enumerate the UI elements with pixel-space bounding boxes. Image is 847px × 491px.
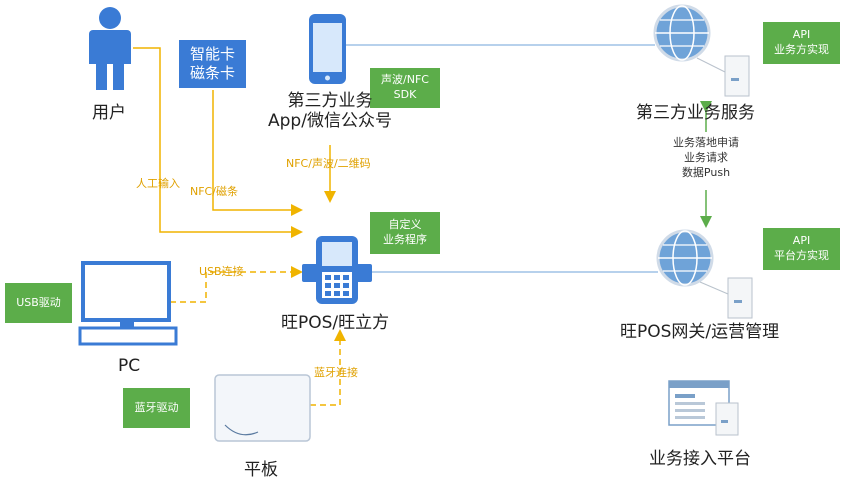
card-label-magnetic: 磁条卡	[189, 64, 235, 82]
usb-connect-label: USB连接	[199, 265, 244, 278]
usb-driver-tag: USB驱动	[5, 283, 72, 323]
nfc-mag-label: NFC/磁条	[190, 185, 238, 198]
third-service-label: 第三方业务服务	[636, 103, 755, 123]
usb-driver-label: USB驱动	[16, 295, 61, 309]
card-label-smart: 智能卡	[189, 44, 235, 63]
sdk-tag-line1: 声波/NFC	[381, 73, 429, 87]
globe-server-icon	[653, 4, 750, 97]
card-box: 智能卡 磁条卡	[179, 40, 246, 88]
manual-input-label: 人工输入	[136, 177, 180, 190]
nfc-qr-label: NFC/声波/二维码	[286, 157, 371, 170]
sdk-tag-line2: SDK	[393, 88, 417, 101]
custom-program-line2: 业务程序	[383, 233, 427, 246]
edge-pc-to-pos	[170, 266, 303, 303]
bluetooth-connect-label: 蓝牙连接	[314, 366, 358, 379]
pos-label: 旺POS/旺立方	[281, 313, 390, 333]
service-link-line1: 业务落地申请	[673, 136, 739, 149]
service-link-label: 业务落地申请 业务请求 数据Push	[656, 136, 756, 181]
web-platform-icon	[668, 380, 739, 436]
tablet-icon	[214, 374, 311, 442]
gateway-label: 旺POS网关/运营管理	[620, 322, 780, 342]
pos-terminal-icon	[302, 236, 372, 304]
bluetooth-driver-tag: 蓝牙驱动	[123, 388, 190, 428]
api-platform-tag: API 平台方实现	[763, 228, 840, 270]
api-business-tag: API 业务方实现	[763, 22, 840, 64]
edge-tablet-to-pos	[310, 329, 346, 406]
edge-card-to-pos	[212, 90, 303, 216]
third-app-line1: 第三方业务	[287, 91, 373, 111]
smartphone-icon	[309, 14, 346, 84]
edge-user-to-pos	[133, 47, 303, 238]
user-icon	[89, 7, 131, 90]
api-platform-line1: API	[792, 234, 811, 248]
third-app-line2: App/微信公众号	[268, 110, 392, 131]
bluetooth-driver-label: 蓝牙驱动	[134, 400, 179, 414]
pc-label: PC	[118, 356, 141, 376]
third-app-label: 第三方业务 App/微信公众号	[255, 91, 405, 131]
custom-program-tag: 自定义 业务程序	[370, 212, 440, 254]
tablet-label: 平板	[244, 460, 278, 480]
user-label: 用户	[92, 103, 126, 123]
custom-program-line1: 自定义	[388, 218, 422, 232]
api-business-line1: API	[792, 28, 811, 42]
service-link-line3: 数据Push	[681, 165, 731, 179]
sdk-tag: 声波/NFC SDK	[370, 68, 440, 108]
pc-monitor-icon	[78, 261, 178, 346]
api-platform-line2: 平台方实现	[774, 249, 829, 262]
platform-label: 业务接入平台	[649, 449, 751, 469]
service-link-line2: 业务请求	[684, 150, 728, 164]
api-business-line2: 业务方实现	[774, 43, 829, 56]
gateway-server-icon	[656, 229, 753, 319]
